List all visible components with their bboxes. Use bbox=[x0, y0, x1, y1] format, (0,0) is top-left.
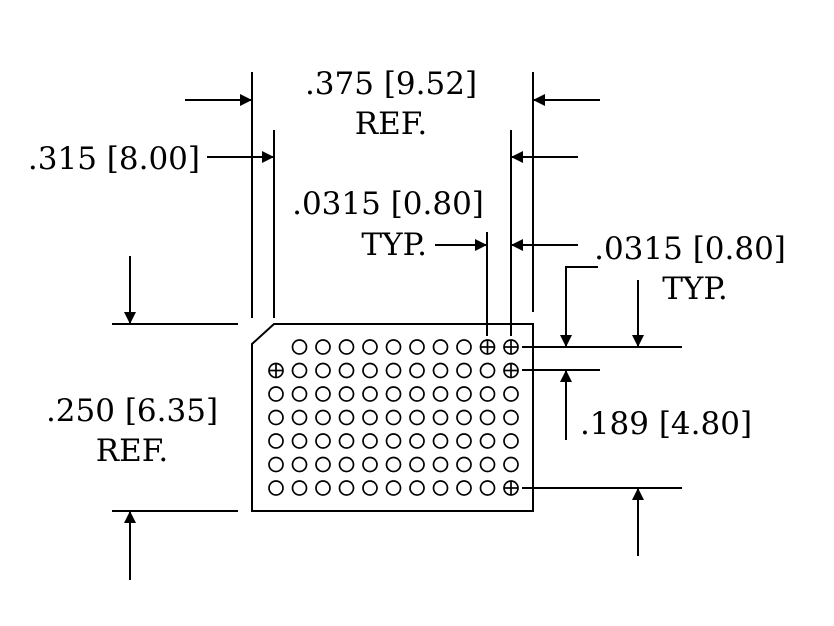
body-width-value: .315 [8.00] bbox=[28, 141, 200, 177]
solder-ball bbox=[385, 362, 402, 379]
solder-ball bbox=[385, 339, 402, 355]
solder-ball bbox=[291, 386, 308, 402]
leader-pitch-y bbox=[565, 266, 598, 280]
solder-ball bbox=[385, 456, 402, 473]
solder-ball bbox=[432, 409, 449, 426]
solder-ball bbox=[362, 433, 378, 449]
solder-ball bbox=[268, 409, 284, 426]
solder-ball bbox=[432, 480, 449, 496]
solder-ball bbox=[338, 433, 355, 449]
solder-ball bbox=[503, 433, 519, 449]
solder-ball bbox=[315, 433, 331, 449]
solder-ball bbox=[338, 339, 355, 355]
solder-ball bbox=[315, 480, 331, 496]
solder-ball bbox=[456, 362, 472, 379]
solder-ball bbox=[362, 386, 378, 402]
solder-ball bbox=[385, 409, 402, 426]
solder-ball bbox=[338, 456, 355, 473]
solder-ball bbox=[315, 362, 331, 379]
solder-ball bbox=[409, 480, 425, 496]
solder-ball bbox=[291, 339, 308, 355]
solder-ball bbox=[479, 386, 496, 402]
solder-ball bbox=[409, 386, 425, 402]
width-ref-value: .375 [9.52] bbox=[305, 66, 477, 102]
solder-ball bbox=[268, 480, 284, 496]
solder-ball bbox=[291, 409, 308, 426]
solder-ball bbox=[291, 433, 308, 449]
solder-ball bbox=[315, 409, 331, 426]
solder-ball bbox=[503, 386, 519, 402]
height-ref-value: .250 [6.35] bbox=[46, 393, 218, 429]
solder-ball bbox=[268, 386, 284, 402]
solder-ball bbox=[456, 456, 472, 473]
solder-ball bbox=[479, 480, 496, 496]
solder-ball bbox=[362, 409, 378, 426]
solder-ball bbox=[409, 456, 425, 473]
pitch-x-value: .0315 [0.80] bbox=[292, 186, 484, 222]
solder-ball bbox=[409, 409, 425, 426]
solder-ball bbox=[456, 409, 472, 426]
solder-ball bbox=[432, 362, 449, 379]
solder-ball bbox=[362, 456, 378, 473]
pad-array bbox=[268, 339, 519, 496]
solder-ball bbox=[385, 480, 402, 496]
solder-ball bbox=[291, 456, 308, 473]
solder-ball bbox=[362, 339, 378, 355]
pitch-y-value: .0315 [0.80] bbox=[594, 231, 786, 267]
solder-ball bbox=[385, 433, 402, 449]
solder-ball bbox=[291, 480, 308, 496]
solder-ball bbox=[479, 456, 496, 473]
solder-ball bbox=[409, 339, 425, 355]
solder-ball bbox=[432, 386, 449, 402]
solder-ball bbox=[268, 456, 284, 473]
solder-ball bbox=[432, 456, 449, 473]
solder-ball bbox=[432, 433, 449, 449]
solder-ball bbox=[315, 456, 331, 473]
package-outline bbox=[251, 323, 534, 512]
solder-ball bbox=[456, 433, 472, 449]
solder-ball bbox=[503, 456, 519, 473]
solder-ball bbox=[479, 409, 496, 426]
solder-ball bbox=[315, 386, 331, 402]
solder-ball bbox=[456, 339, 472, 355]
solder-ball bbox=[479, 433, 496, 449]
solder-ball bbox=[291, 362, 308, 379]
solder-ball bbox=[338, 386, 355, 402]
solder-ball bbox=[338, 480, 355, 496]
pitch-x-note: TYP. bbox=[361, 227, 427, 263]
solder-ball bbox=[338, 409, 355, 426]
row-span-value: .189 [4.80] bbox=[580, 406, 752, 442]
solder-ball bbox=[338, 362, 355, 379]
solder-ball bbox=[385, 386, 402, 402]
solder-ball bbox=[456, 386, 472, 402]
solder-ball bbox=[362, 362, 378, 379]
solder-ball bbox=[409, 362, 425, 379]
solder-ball bbox=[315, 339, 331, 355]
solder-ball bbox=[503, 409, 519, 426]
solder-ball bbox=[362, 480, 378, 496]
solder-ball bbox=[456, 480, 472, 496]
solder-ball bbox=[479, 362, 496, 379]
solder-ball bbox=[409, 433, 425, 449]
solder-ball bbox=[268, 433, 284, 449]
width-ref-note: REF. bbox=[355, 106, 428, 142]
height-ref-note: REF. bbox=[96, 433, 169, 469]
solder-ball bbox=[432, 339, 449, 355]
pitch-y-note: TYP. bbox=[662, 271, 728, 307]
